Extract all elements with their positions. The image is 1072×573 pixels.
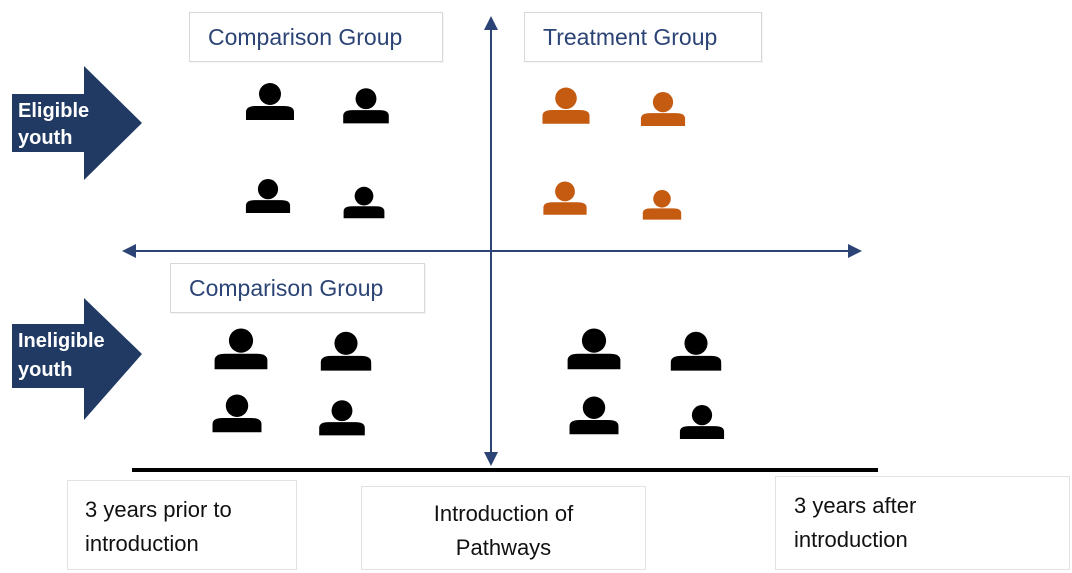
comparison-group-text: Comparison Group [189,274,384,301]
ineligible-arrow [12,298,142,420]
horizontal-axis [122,244,862,258]
person-icon [543,181,587,215]
eligible-arrow [12,66,142,180]
timeline-before-line1: 3 years prior to [85,497,232,522]
person-icon [343,186,385,219]
timeline-intro: Introduction of Pathways [361,486,646,570]
person-icon [642,190,682,220]
timeline-after-line1: 3 years after [794,493,917,518]
person-icon [679,405,725,440]
eligible-label: Eligible youth [18,100,95,149]
vertical-axis [484,16,498,466]
timeline-after: 3 years after introduction [775,476,1070,570]
person-icon [670,331,722,371]
comparison-group-text: Comparison Group [208,23,403,50]
person-icon [319,400,365,436]
person-icon [343,88,389,124]
person-icon [640,92,686,127]
treatment-group-text: Treatment Group [543,23,718,50]
person-icon [212,394,262,433]
timeline-after-line2: introduction [794,527,908,552]
person-icon [542,87,590,124]
person-icon [246,83,294,120]
person-icon [320,331,372,371]
timeline-before-line2: introduction [85,531,199,556]
person-icon [214,328,268,370]
person-icon [245,179,291,214]
ineligible-label: Ineligible youth [18,330,110,381]
comparison-group-label-bottom: Comparison Group [170,263,425,313]
person-icon [569,396,619,435]
timeline-before: 3 years prior to introduction [67,480,297,570]
timeline-intro-line2: Pathways [455,535,552,560]
comparison-group-label-top: Comparison Group [189,12,443,62]
timeline-intro-line1: Introduction of [433,501,574,526]
person-icon [567,328,621,370]
treatment-group-label: Treatment Group [524,12,762,62]
